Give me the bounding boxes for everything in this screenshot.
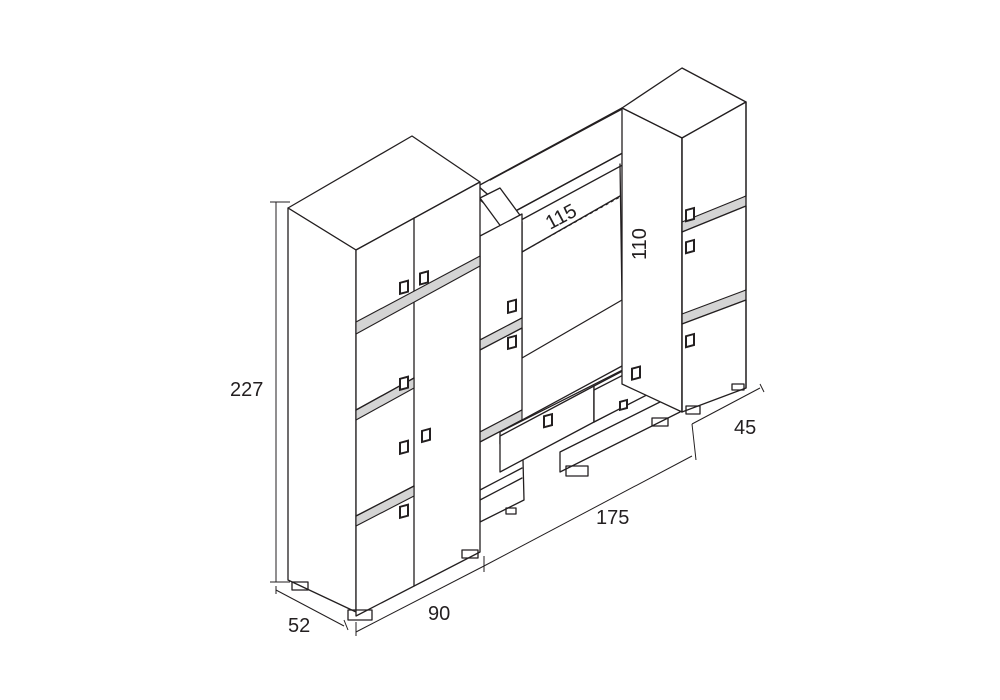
handle-icon	[399, 375, 409, 392]
handle-icon	[685, 332, 695, 349]
handle-icon	[507, 334, 517, 351]
handle-icon	[399, 503, 409, 520]
handle-icon	[421, 427, 431, 444]
label-width-total: 175	[596, 507, 629, 529]
label-niche-height: 110	[629, 228, 651, 260]
handle-icon	[543, 412, 553, 429]
dimension-lines	[270, 201, 765, 636]
label-depth-right: 45	[734, 417, 756, 439]
tall-left-cabinet	[287, 135, 481, 621]
label-height-total: 227	[230, 379, 263, 401]
handle-icon	[685, 238, 695, 255]
door-handles	[399, 206, 695, 520]
handle-icon	[419, 270, 429, 286]
handle-icon	[619, 398, 628, 412]
right-cabinet	[621, 67, 747, 415]
handle-icon	[631, 365, 641, 381]
handle-icon	[507, 298, 517, 315]
middle-hanging-cabinet	[479, 187, 525, 523]
handle-icon	[399, 439, 409, 456]
handle-icon	[399, 279, 409, 296]
handle-icon	[685, 206, 695, 223]
label-width-tall: 90	[428, 603, 450, 625]
label-depth-tall: 52	[288, 615, 310, 637]
